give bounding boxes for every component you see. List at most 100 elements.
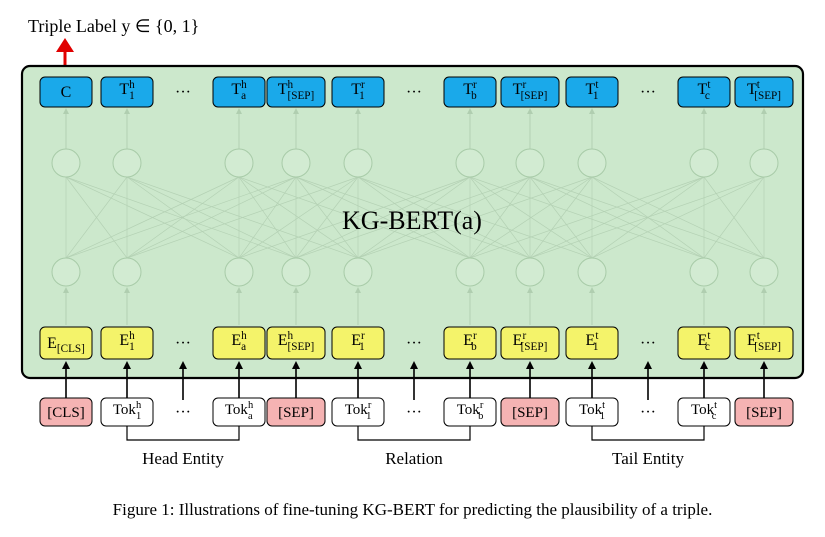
ellipsis: ··· <box>175 404 191 421</box>
neuron-lower <box>577 257 607 287</box>
neuron-upper <box>343 148 373 178</box>
neuron-upper <box>455 148 485 178</box>
neuron-upper <box>281 148 311 178</box>
output-label: Triple Label y ∈ {0, 1} <box>28 16 199 36</box>
layer-connection <box>357 176 593 259</box>
model-name: KG-BERT(a) <box>342 206 482 235</box>
layer-connection <box>295 176 471 259</box>
group-label: Tail Entity <box>612 449 684 468</box>
ellipsis: ··· <box>175 335 191 352</box>
group-label: Relation <box>385 449 443 468</box>
layer-connection <box>126 176 297 259</box>
neuron-upper <box>112 148 142 178</box>
embedding-box-8: Er[SEP] <box>500 326 560 360</box>
layer-connection <box>126 176 359 259</box>
embedding-box-0: E[CLS] <box>39 326 93 360</box>
neuron-lower <box>112 257 142 287</box>
box-label: Tt[SEP] <box>747 79 781 102</box>
encoder-container <box>20 64 805 380</box>
box-label: E[CLS] <box>47 335 85 355</box>
layer-connection <box>65 176 128 259</box>
layer-connection <box>469 176 531 259</box>
ellipsis: ··· <box>406 335 422 352</box>
output-box-4: Th[SEP] <box>266 76 326 108</box>
layer-connection <box>238 176 471 259</box>
group-label: Head Entity <box>142 449 224 468</box>
neuron-lower <box>224 257 254 287</box>
group-bracket <box>357 426 471 441</box>
neuron-upper <box>689 148 719 178</box>
input-arrows <box>62 361 768 400</box>
neuron-lower <box>51 257 81 287</box>
box-label: [SEP] <box>512 405 548 421</box>
ellipsis: ··· <box>640 84 656 101</box>
box-label: Th[SEP] <box>278 79 315 102</box>
neuron-upper <box>515 148 545 178</box>
token-box-0: [CLS] <box>39 397 93 427</box>
output-box-12: Tt[SEP] <box>734 76 794 108</box>
layer-connection <box>126 176 240 259</box>
output-box-0: C <box>39 76 93 108</box>
box-label: Er[SEP] <box>513 330 548 353</box>
token-box-4: [SEP] <box>266 397 326 427</box>
layer-connection <box>469 176 705 259</box>
layer-connection <box>238 176 359 259</box>
embedding-box-4: Eh[SEP] <box>266 326 326 360</box>
group-0: Head Entity <box>126 426 240 468</box>
ellipsis: ··· <box>175 84 191 101</box>
group-bracket <box>126 426 240 441</box>
neuron-lower <box>343 257 373 287</box>
neuron-upper <box>51 148 81 178</box>
layer-connection <box>703 176 765 259</box>
output-box-8: Tr[SEP] <box>500 76 560 108</box>
layer-connection <box>469 176 593 259</box>
layer-connection <box>238 176 297 259</box>
box-label: C <box>61 84 72 101</box>
network-layers <box>51 108 779 325</box>
box-label: [SEP] <box>278 405 314 421</box>
neuron-lower <box>515 257 545 287</box>
figure-caption: Figure 1: Illustrations of fine-tuning K… <box>112 500 713 519</box>
group-bracket <box>591 426 705 441</box>
neuron-upper <box>577 148 607 178</box>
box-label: [CLS] <box>47 405 85 421</box>
neuron-upper <box>749 148 779 178</box>
layer-connection <box>65 176 297 259</box>
layer-connection <box>65 176 240 259</box>
layer-connection <box>591 176 765 259</box>
group-1: Relation <box>357 426 471 468</box>
